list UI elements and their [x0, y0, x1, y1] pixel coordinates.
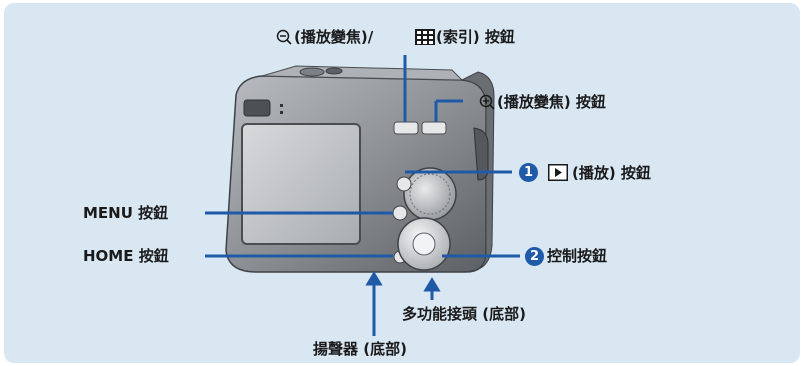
- leader-lines: [205, 55, 520, 336]
- badge-2: 2: [525, 247, 544, 266]
- play-icon: [548, 164, 568, 181]
- zoom-out-icon: [276, 29, 292, 45]
- label-index: (索引) 按鈕: [436, 28, 515, 46]
- label-zoom-out: (播放變焦)/: [294, 28, 374, 46]
- badge-1: 1: [519, 163, 538, 182]
- label-speaker: 揚聲器 (底部): [313, 340, 407, 358]
- zoom-in-icon: [479, 94, 495, 110]
- label-home: HOME 按鈕: [83, 247, 169, 265]
- arrow-multi-connector: [423, 277, 441, 292]
- label-menu: MENU 按鈕: [83, 204, 169, 222]
- label-zoom-in: (播放變焦) 按鈕: [497, 93, 606, 111]
- label-multi-connector: 多功能接頭 (底部): [402, 305, 526, 323]
- arrow-speaker: [365, 271, 383, 286]
- camera-body: [225, 65, 495, 273]
- label-playback: (播放) 按鈕: [572, 164, 651, 182]
- label-control: 控制按鈕: [547, 247, 608, 265]
- index-icon: [415, 29, 435, 45]
